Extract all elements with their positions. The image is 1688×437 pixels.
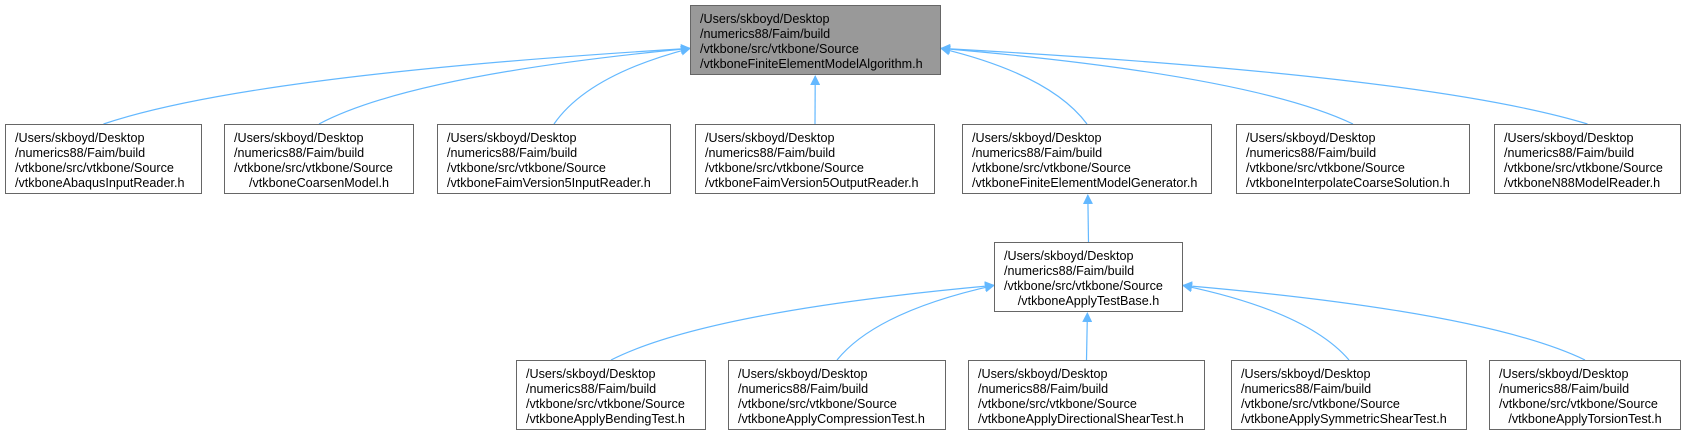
node-finite-element-model-generator[interactable]: /Users/skboyd/Desktop /numerics88/Faim/b… <box>962 124 1212 194</box>
edge-faim5in-to-root <box>553 45 691 125</box>
node-line: /Users/skboyd/Desktop <box>234 131 364 145</box>
node-line: /vtkbone/src/vtkbone/Source <box>1246 161 1405 175</box>
node-line: /vtkboneFiniteElementModelGenerator.h <box>972 176 1198 190</box>
node-line: /vtkbone/src/vtkbone/Source <box>1004 279 1163 293</box>
node-line: /vtkbone/src/vtkbone/Source <box>526 397 685 411</box>
node-n88-model-reader[interactable]: /Users/skboyd/Desktop /numerics88/Faim/b… <box>1494 124 1681 194</box>
edge-interp-to-root <box>940 44 1354 125</box>
node-line: /numerics88/Faim/build <box>1246 146 1377 160</box>
node-line: /numerics88/Faim/build <box>526 382 657 396</box>
node-line: /Users/skboyd/Desktop <box>700 12 830 26</box>
node-line: /vtkbone/src/vtkbone/Source <box>15 161 174 175</box>
edge-torsion-to-testbase <box>1182 281 1586 361</box>
node-line: /vtkbone/src/vtkbone/Source <box>1499 397 1658 411</box>
node-finite-element-model-algorithm[interactable]: /Users/skboyd/Desktop /numerics88/Faim/b… <box>690 5 941 75</box>
node-line: /numerics88/Faim/build <box>972 146 1103 160</box>
node-faim-version5-output-reader[interactable]: /Users/skboyd/Desktop /numerics88/Faim/b… <box>695 124 935 194</box>
node-line: /vtkboneApplyTorsionTest.h <box>1508 412 1662 426</box>
node-line: /vtkbone/src/vtkbone/Source <box>700 42 859 56</box>
node-line: /vtkboneApplyCompressionTest.h <box>738 412 925 426</box>
node-line: /Users/skboyd/Desktop <box>1504 131 1634 145</box>
edge-symshear-to-testbase <box>1182 282 1350 361</box>
node-line: /numerics88/Faim/build <box>978 382 1109 396</box>
node-line: /numerics88/Faim/build <box>1241 382 1372 396</box>
node-line: /numerics88/Faim/build <box>738 382 869 396</box>
node-line: /vtkbone/src/vtkbone/Source <box>1504 161 1663 175</box>
node-line: /numerics88/Faim/build <box>447 146 578 160</box>
node-abaqus-input-reader[interactable]: /Users/skboyd/Desktop /numerics88/Faim/b… <box>5 124 202 194</box>
edge-compression-to-testbase <box>836 282 995 361</box>
edge-femgen-to-root <box>940 45 1088 125</box>
node-line: /vtkboneAbaqusInputReader.h <box>15 176 185 190</box>
node-line: /vtkboneFaimVersion5InputReader.h <box>447 176 651 190</box>
node-apply-compression-test[interactable]: /Users/skboyd/Desktop /numerics88/Faim/b… <box>728 360 946 430</box>
node-line: /numerics88/Faim/build <box>15 146 146 160</box>
node-line: /Users/skboyd/Desktop <box>526 367 656 381</box>
node-apply-test-base[interactable]: /Users/skboyd/Desktop /numerics88/Faim/b… <box>994 242 1183 312</box>
node-line: /vtkboneN88ModelReader.h <box>1504 176 1661 190</box>
node-apply-bending-test[interactable]: /Users/skboyd/Desktop /numerics88/Faim/b… <box>516 360 706 430</box>
node-line: /Users/skboyd/Desktop <box>972 131 1102 145</box>
node-line: /numerics88/Faim/build <box>234 146 365 160</box>
node-line: /vtkboneCoarsenModel.h <box>248 176 389 190</box>
node-coarsen-model[interactable]: /Users/skboyd/Desktop /numerics88/Faim/b… <box>224 124 414 194</box>
node-line: /vtkboneApplyDirectionalShearTest.h <box>978 412 1184 426</box>
node-interpolate-coarse-solution[interactable]: /Users/skboyd/Desktop /numerics88/Faim/b… <box>1236 124 1470 194</box>
edge-testbase-to-femgen <box>1082 194 1093 243</box>
node-line: /vtkbone/src/vtkbone/Source <box>705 161 864 175</box>
node-line: /vtkbone/src/vtkbone/Source <box>234 161 393 175</box>
edge-abaqus-to-root <box>103 43 691 125</box>
node-line: /Users/skboyd/Desktop <box>447 131 577 145</box>
node-line: /Users/skboyd/Desktop <box>1004 249 1134 263</box>
edge-bending-to-testbase <box>610 281 995 361</box>
node-line: /numerics88/Faim/build <box>1499 382 1630 396</box>
node-line: /vtkboneApplyTestBase.h <box>1017 294 1160 308</box>
node-line: /Users/skboyd/Desktop <box>738 367 868 381</box>
node-apply-torsion-test[interactable]: /Users/skboyd/Desktop /numerics88/Faim/b… <box>1489 360 1681 430</box>
node-line: /vtkboneApplyBendingTest.h <box>526 412 685 426</box>
edge-n88-to-root <box>940 43 1588 125</box>
node-apply-symmetric-shear-test[interactable]: /Users/skboyd/Desktop /numerics88/Faim/b… <box>1231 360 1467 430</box>
node-line: /numerics88/Faim/build <box>700 27 831 41</box>
edge-coarsen-to-root <box>318 44 691 125</box>
node-line: /vtkboneInterpolateCoarseSolution.h <box>1246 176 1450 190</box>
node-line: /vtkbone/src/vtkbone/Source <box>738 397 897 411</box>
node-line: /vtkbone/src/vtkbone/Source <box>972 161 1131 175</box>
node-line: /vtkbone/src/vtkbone/Source <box>447 161 606 175</box>
node-line: /Users/skboyd/Desktop <box>705 131 835 145</box>
node-line: /vtkbone/src/vtkbone/Source <box>978 397 1137 411</box>
node-line: /Users/skboyd/Desktop <box>1241 367 1371 381</box>
node-line: /vtkboneFaimVersion5OutputReader.h <box>705 176 919 190</box>
node-line: /Users/skboyd/Desktop <box>978 367 1108 381</box>
node-line: /numerics88/Faim/build <box>1504 146 1635 160</box>
node-line: /Users/skboyd/Desktop <box>1246 131 1376 145</box>
node-apply-directional-shear-test[interactable]: /Users/skboyd/Desktop /numerics88/Faim/b… <box>968 360 1205 430</box>
node-faim-version5-input-reader[interactable]: /Users/skboyd/Desktop /numerics88/Faim/b… <box>437 124 671 194</box>
node-line: /numerics88/Faim/build <box>1004 264 1135 278</box>
node-line: /Users/skboyd/Desktop <box>1499 367 1629 381</box>
node-line: /vtkboneFiniteElementModelAlgorithm.h <box>700 57 923 71</box>
node-line: /vtkboneApplySymmetricShearTest.h <box>1241 412 1447 426</box>
edge-dirshear-to-testbase <box>1082 312 1093 361</box>
node-line: /vtkbone/src/vtkbone/Source <box>1241 397 1400 411</box>
node-line: /Users/skboyd/Desktop <box>15 131 145 145</box>
node-line: /numerics88/Faim/build <box>705 146 836 160</box>
